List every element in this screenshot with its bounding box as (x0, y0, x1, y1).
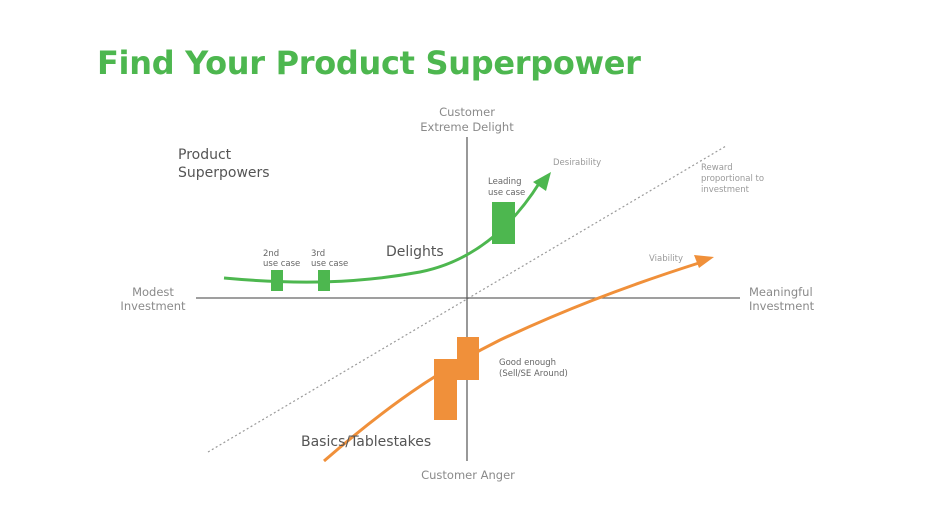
good-enough-label-line1: Good enough (499, 358, 556, 368)
third-use-case-marker (318, 270, 330, 291)
axis-left-label-line2: Investment (120, 299, 186, 313)
page-title: Find Your Product Superpower (97, 44, 641, 82)
good-enough-label-line2: (Sell/SE Around) (499, 369, 568, 379)
third-use-case-label-line1: 3rd (311, 249, 325, 259)
reward-label-line2: proportional to (701, 174, 764, 184)
leading-use-case-marker (492, 202, 515, 244)
delights-label: Delights (386, 244, 444, 260)
basics-label: Basics/Tablestakes (301, 434, 431, 450)
second-use-case-marker (271, 270, 283, 291)
reward-reference-line (207, 145, 727, 453)
third-use-case-label-line2: use case (311, 259, 348, 269)
product-superpowers-label-line1: Product (178, 147, 232, 163)
good-enough-marker-upper (457, 337, 479, 380)
product-superpowers-label-line2: Superpowers (178, 165, 270, 181)
axis-right-label-line1: Meaningful (749, 285, 813, 299)
viability-label: Viability (649, 254, 683, 264)
desirability-label: Desirability (553, 158, 601, 168)
axis-top-label-line1: Customer (439, 105, 495, 119)
basics-curve (323, 260, 703, 463)
second-use-case-label-line2: use case (263, 259, 300, 269)
leading-use-case-label-line1: Leading (488, 177, 522, 187)
basics-marker-lower (434, 359, 457, 420)
leading-use-case-label-line2: use case (488, 188, 525, 198)
reward-label-line1: Reward (701, 163, 733, 173)
axis-left-label-line1: Modest (132, 285, 174, 299)
axis-bottom-label: Customer Anger (421, 468, 515, 482)
desirability-arrow-icon (533, 172, 551, 191)
axis-right-label-line2: Investment (749, 299, 815, 313)
axis-top-label-line2: Extreme Delight (420, 120, 514, 134)
reward-label-line3: investment (701, 185, 750, 195)
second-use-case-label-line1: 2nd (263, 249, 279, 259)
viability-arrow-icon (694, 255, 714, 268)
